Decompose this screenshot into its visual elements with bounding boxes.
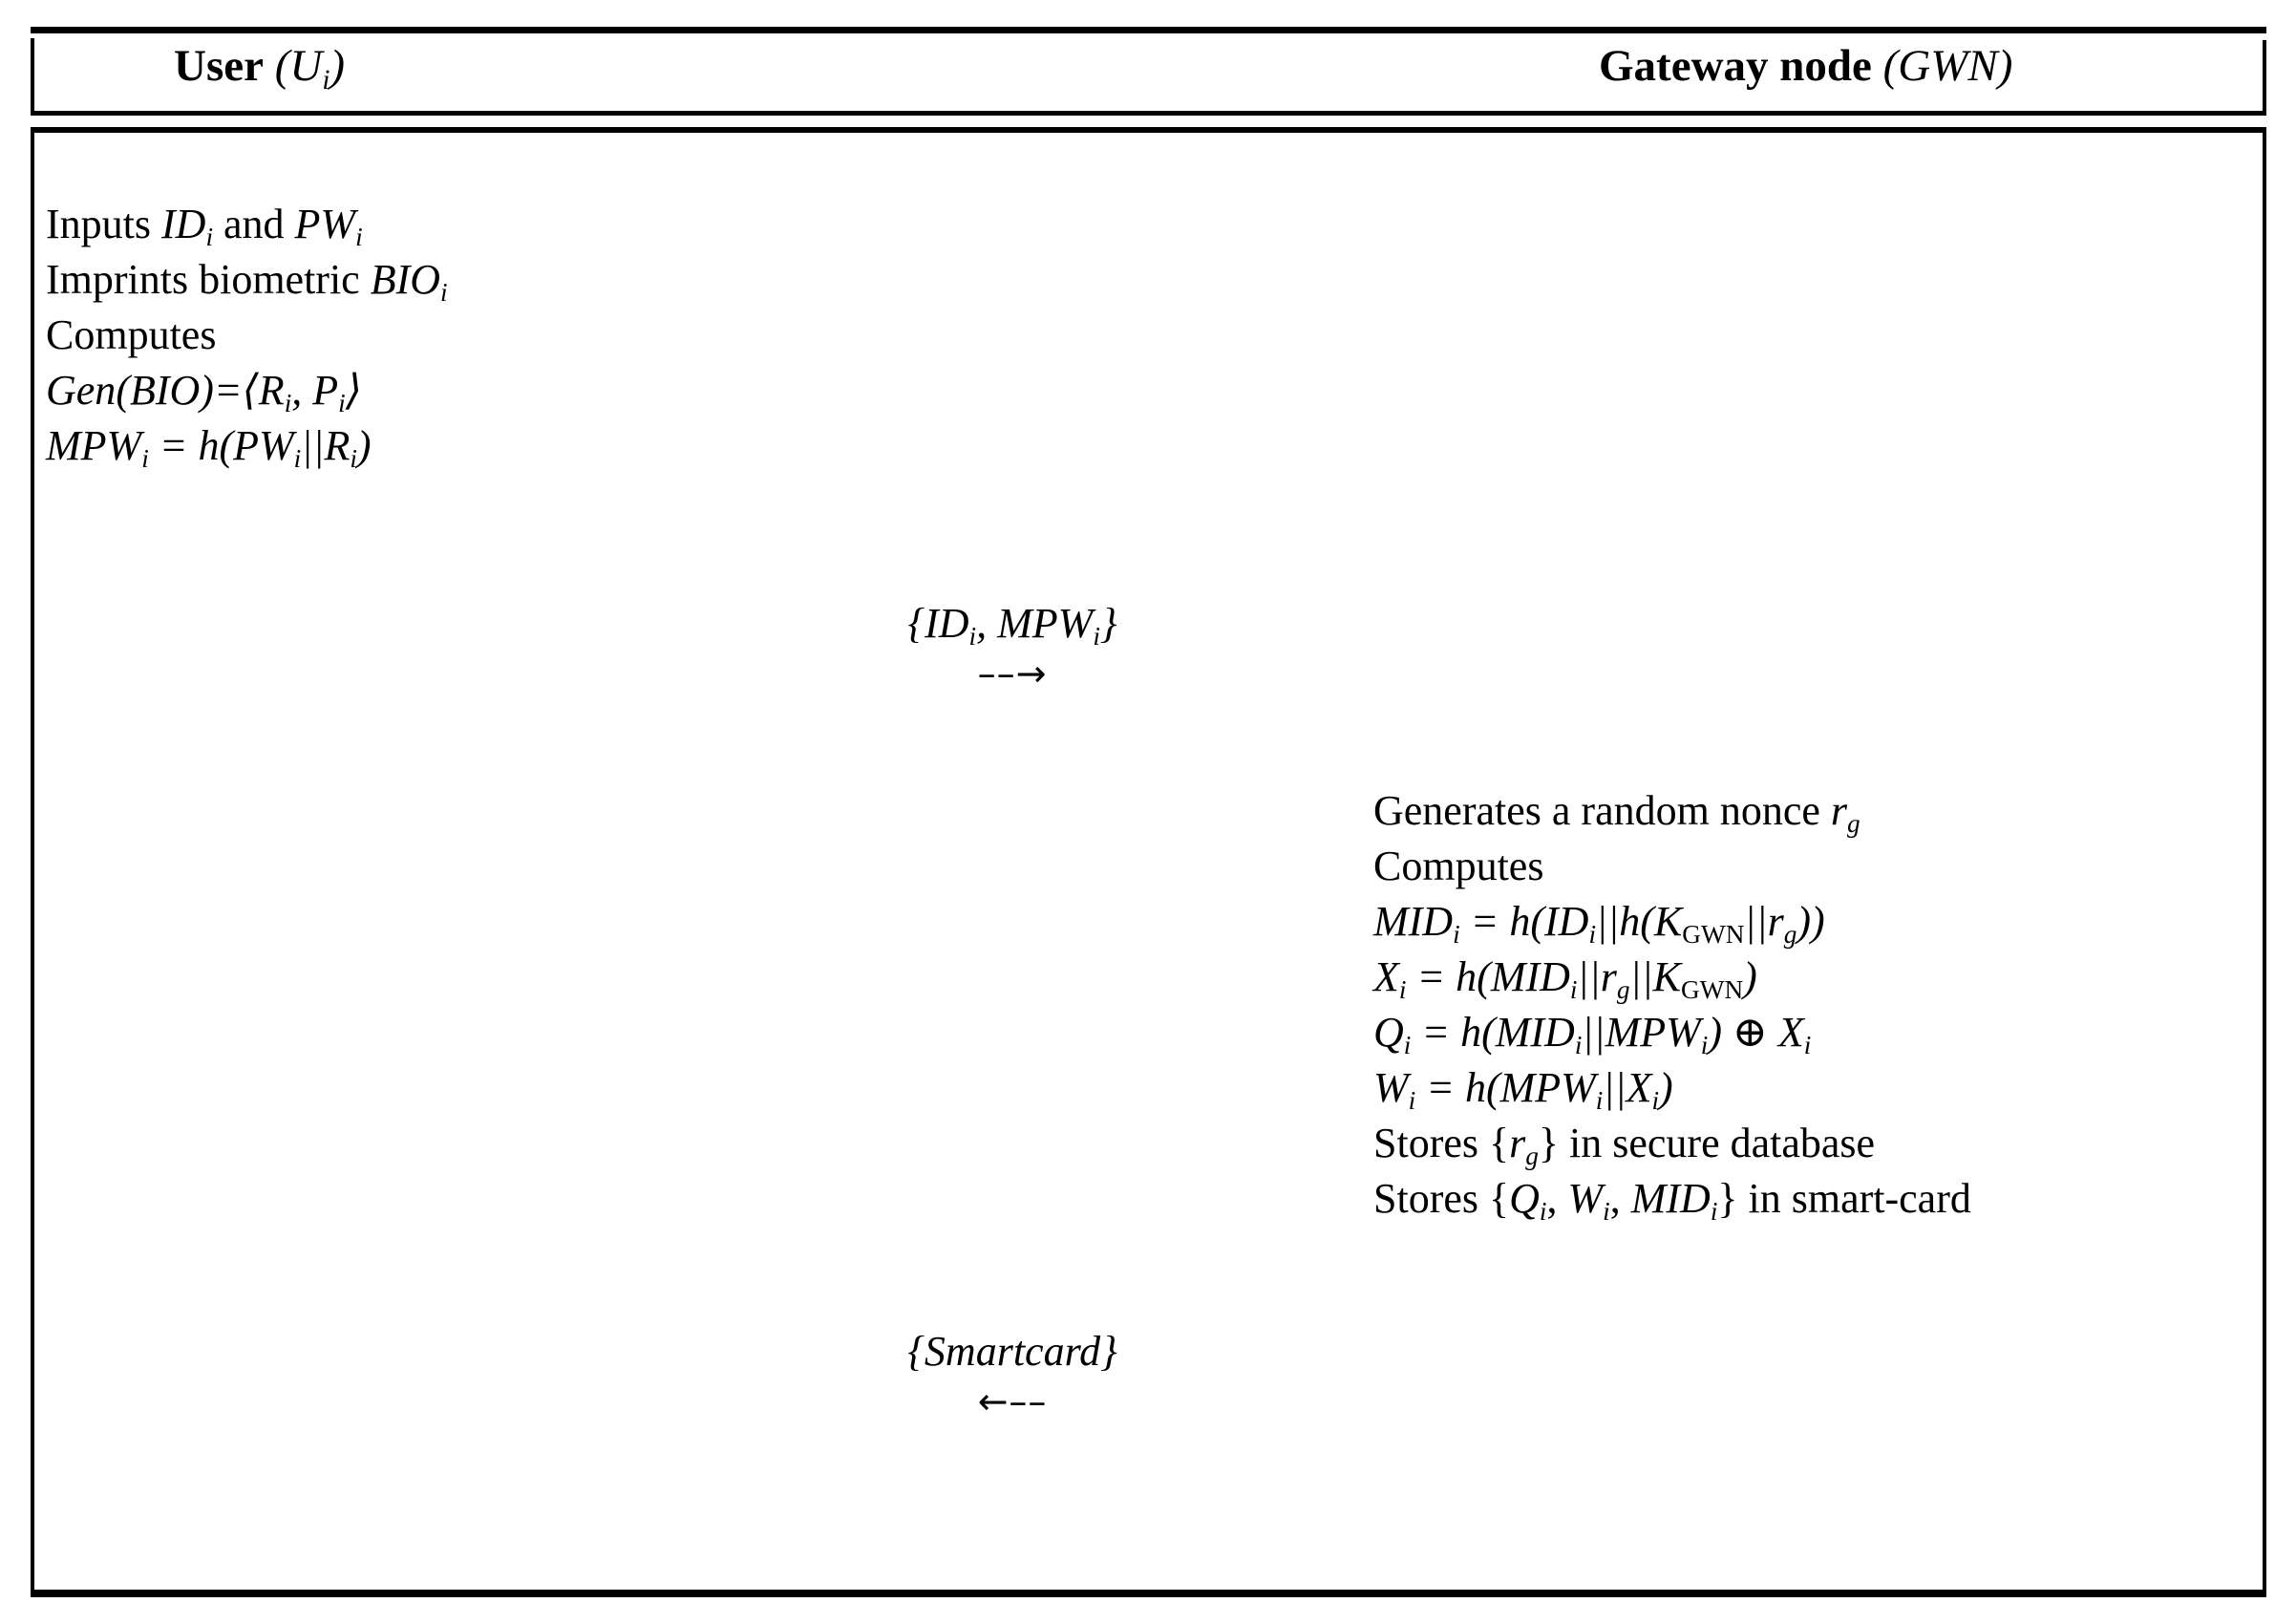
protocol-step-line: Generates a random nonce rg xyxy=(1373,787,1860,839)
protocol-step-line: Wi = h(MPWi||Xi) xyxy=(1373,1064,1673,1116)
header-bottom-rule xyxy=(31,111,2266,116)
protocol-step-line: Imprints biometric BIOi xyxy=(46,256,448,308)
message-2-arrow-icon: ←–– xyxy=(977,1380,1048,1423)
column-header-user: User (Ui) xyxy=(174,41,346,95)
message-2-label: {Smartcard} xyxy=(907,1328,1117,1375)
protocol-step-line: Computes xyxy=(46,311,217,358)
column-header-user-role: User xyxy=(174,41,264,91)
protocol-step-line: Inputs IDi and PWi xyxy=(46,201,363,252)
column-header-user-symbol: (U xyxy=(274,41,323,91)
protocol-step-line: Xi = h(MIDi||rg||KGWN) xyxy=(1373,953,1757,1005)
protocol-step-line: Gen(BIO)=⟨Ri, Pi⟩ xyxy=(46,367,362,418)
message-1-label: {IDi, MPWi} xyxy=(907,600,1117,652)
column-header-gwn-symbol-close: ) xyxy=(1997,41,2013,91)
column-header-gwn: Gateway node (GWN) xyxy=(1599,44,2012,89)
message-user-to-gwn: {IDi, MPWi} ––→ xyxy=(735,600,1289,695)
body-left-border xyxy=(31,131,34,1590)
message-1-arrow-icon: ––→ xyxy=(977,652,1048,695)
protocol-step-line: Qi = h(MIDi||MPWi) ⊕ Xi xyxy=(1373,1009,1812,1060)
message-gwn-to-user: {Smartcard} ←–– xyxy=(735,1328,1289,1423)
column-header-user-symbol-sub: i xyxy=(322,64,330,96)
frame-bottom-rule xyxy=(31,1590,2266,1597)
header-right-border xyxy=(2263,40,2266,113)
body-right-border xyxy=(2263,131,2266,1590)
header-left-border xyxy=(31,38,34,113)
column-header-gwn-symbol: (GWN xyxy=(1882,41,1998,91)
body-top-rule xyxy=(31,127,2266,133)
frame-top-rule xyxy=(31,27,2266,33)
column-header-user-symbol-close: ) xyxy=(330,41,346,91)
protocol-step-line: Stores {rg} in secure database xyxy=(1373,1120,1876,1171)
protocol-step-line: Computes xyxy=(1373,843,1544,889)
protocol-step-line: MIDi = h(IDi||h(KGWN||rg)) xyxy=(1373,898,1825,950)
protocol-step-line: MPWi = h(PWi||Ri) xyxy=(46,422,372,474)
column-header-gwn-role: Gateway node xyxy=(1599,41,1872,91)
protocol-step-line: Stores {Qi, Wi, MIDi} in smart-card xyxy=(1373,1175,1971,1227)
